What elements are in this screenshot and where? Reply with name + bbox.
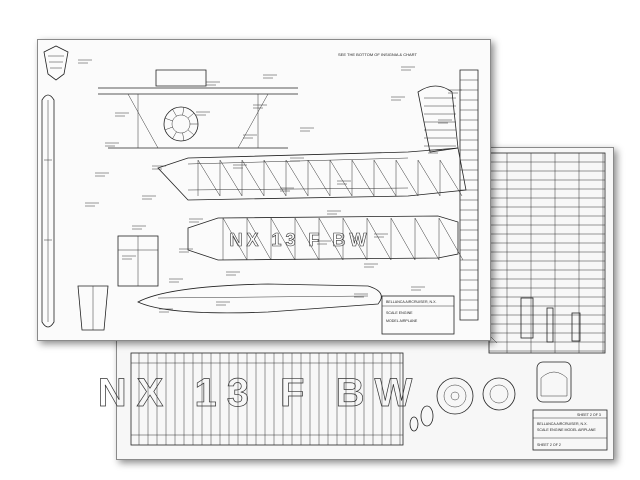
drafting-line — [390, 217, 416, 261]
front-title-line3: MODEL AIRPLANE — [386, 319, 418, 323]
annotation-marks-front — [78, 59, 462, 313]
float-strut-view — [77, 285, 109, 331]
front-view-biplane — [98, 69, 298, 149]
drafting-line — [241, 159, 265, 197]
drafting-line — [329, 159, 353, 197]
drafting-line — [246, 217, 272, 261]
bellanca-logo — [43, 45, 69, 81]
drafting-line — [263, 159, 287, 197]
drafting-line — [187, 129, 195, 136]
front-title-line1: BELLANCA AIRCRUISER, N.X. — [386, 300, 437, 304]
title-block-back: SHEET 2 OF 3 BELLANCA AIRCRUISER, N.X. S… — [532, 409, 608, 451]
drafting-line — [342, 217, 368, 261]
header-note: SEE THE BOTTOM OF INSIGNIA & CHART — [338, 52, 417, 57]
wing-lettering-area: NX 13 F BW — [97, 362, 412, 422]
drafting-line — [438, 217, 464, 261]
drafting-line — [294, 217, 320, 261]
front-title-line2: SCALE ENGINE — [386, 311, 413, 315]
fuselage-registration: NX 13 F BW — [229, 230, 370, 250]
drafting-line — [187, 112, 195, 119]
back-title-line1: BELLANCA AIRCRUISER, N.X. — [537, 422, 588, 426]
back-sheet-number: SHEET 2 OF 3 — [577, 413, 601, 417]
fuselage-lettered-view: NX 13 F BW — [187, 215, 464, 261]
drafting-line — [182, 132, 185, 141]
back-title-line3: SHEET 2 OF 2 — [537, 443, 561, 447]
wing-registration: NX 13 F BW — [98, 371, 422, 415]
drafting-line — [318, 217, 344, 261]
drafting-line — [172, 109, 177, 117]
drafting-line — [417, 159, 441, 197]
fuselage-side-view — [157, 85, 467, 201]
title-block-front: BELLANCA AIRCRUISER, N.X. SCALE ENGINE M… — [381, 295, 455, 335]
drafting-line — [439, 159, 463, 197]
float-planform — [137, 283, 382, 314]
tail-float-side — [459, 69, 479, 321]
drafting-line — [164, 126, 173, 131]
drafting-line — [182, 107, 185, 116]
drafting-line — [197, 159, 221, 197]
front-sheet-drawing: SEE THE BOTTOM OF INSIGNIA & CHART — [41, 45, 479, 335]
drafting-line — [270, 217, 296, 261]
back-title-line2: SCALE ENGINE MODEL AIRPLANE — [537, 428, 596, 432]
drafting-line — [395, 159, 419, 197]
vertical-tail — [417, 85, 459, 153]
cabin-section — [117, 235, 159, 287]
drafting-line — [351, 159, 375, 197]
engine-cowl-views — [436, 361, 572, 415]
drafting-line — [414, 217, 440, 261]
float-side-view — [41, 94, 55, 328]
plan-sheet-front: SEE THE BOTTOM OF INSIGNIA & CHART — [37, 39, 491, 341]
drafting-line — [285, 159, 309, 197]
drafting-line — [222, 217, 248, 261]
drafting-line — [219, 159, 243, 197]
lower-wing-plan — [130, 352, 404, 446]
drafting-line — [373, 159, 397, 197]
drafting-line — [366, 217, 392, 261]
drafting-line — [164, 117, 173, 122]
drafting-line — [172, 131, 177, 139]
drafting-line — [307, 159, 331, 197]
